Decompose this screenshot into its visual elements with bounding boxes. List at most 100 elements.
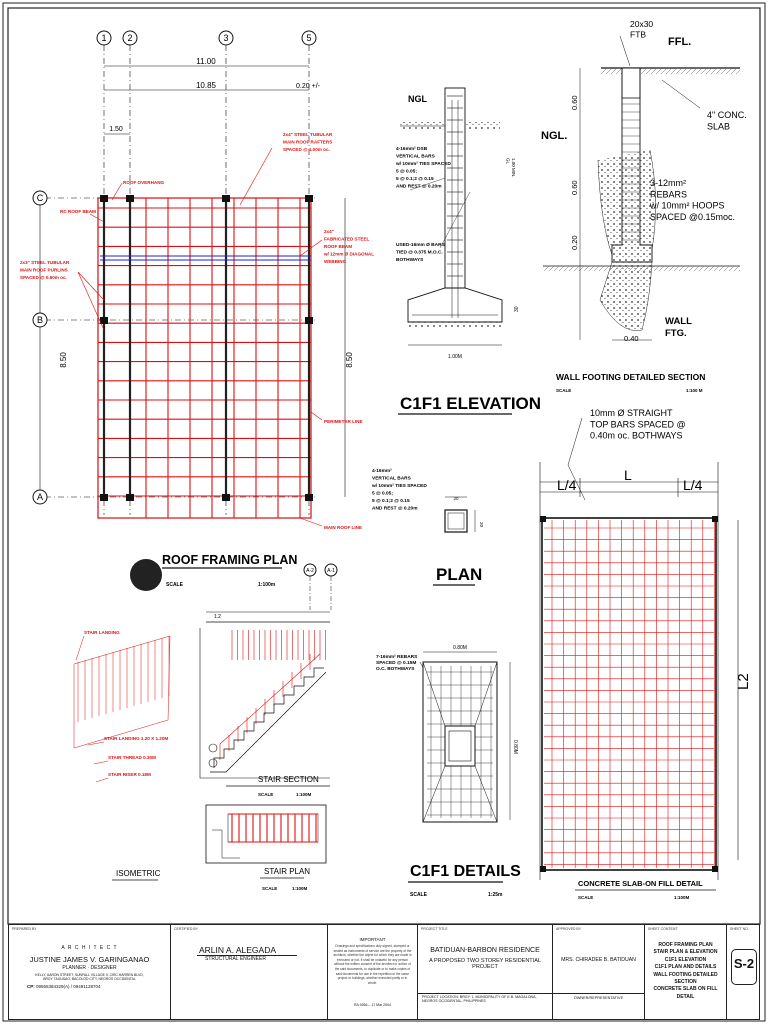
architect-cell: PREPARED BY A R C H I T E C T JUSTINE JA… — [9, 925, 171, 1019]
c1f1-dim-width: 1.00M — [448, 354, 462, 360]
grid-row-c: C — [37, 193, 44, 203]
slab-scale-label: SCALE — [578, 895, 593, 900]
c1f1-dim-30: 30 — [514, 306, 520, 312]
stair-section-title: STAIR SECTION — [258, 775, 319, 784]
wall-conc-slab: 4" CONC.SLAB — [707, 110, 747, 131]
certified-by-caption: CERTIFIED BY — [174, 927, 199, 931]
approved-by-caption: APPROVED BY — [556, 927, 582, 931]
dim-850-right: 8.50 — [345, 352, 354, 368]
important-ref: RA 9266 – 17 Mar 2004 — [354, 1003, 391, 1007]
owner-name: MRS. CHIRADEE B. BATIDUAN — [561, 957, 636, 963]
owner-cell: APPROVED BY MRS. CHIRADEE B. BATIDUAN OW… — [553, 925, 645, 1019]
stair-riser: STAIR RISER 0.18M — [108, 772, 151, 777]
stair-isometric: ISOMETRIC — [116, 869, 161, 878]
stair-grid-a1: A-1 — [327, 568, 335, 574]
sheet-no-caption: SHEET NO. — [730, 927, 749, 931]
plan-title: PLAN — [436, 565, 482, 584]
grid-row-b: B — [37, 315, 43, 325]
stair-grid-a2: A-2 — [306, 568, 314, 574]
grid-col-2: 2 — [127, 33, 132, 43]
roof-scale-label: SCALE — [166, 582, 184, 588]
owner-role: OWNER/REPRESENTATIVE — [573, 996, 624, 1000]
sheet-no: S-2 — [733, 956, 755, 971]
architect-role: PLANNER · DESIGNER — [62, 965, 117, 971]
c1f1-side-note: 1.00 MIN.GL — [505, 158, 516, 178]
architect-name: JUSTINE JAMES V. GARINGANAO — [29, 955, 150, 964]
wall-scale-label: SCALE — [556, 388, 571, 393]
slab-l-mid: L — [624, 467, 632, 483]
engineer-name: ARLIN A. ALEGADA — [199, 945, 277, 955]
slab-l4-left: L/4 — [557, 477, 577, 493]
grid-col-5: 5 — [306, 33, 311, 43]
plan-dim-w: 20 — [453, 496, 459, 501]
project-name: BATIDUAN-BARBON RESIDENCE — [430, 947, 540, 954]
dim-total: 11.00 — [196, 57, 216, 66]
stair-dim-12: 1.2 — [214, 614, 221, 620]
wall-dim-040: 0.40 — [624, 334, 639, 343]
slab-l2: L2 — [735, 673, 752, 690]
annot-main-roof: MAIN ROOF LINE — [324, 525, 362, 530]
slab-l4-right: L/4 — [683, 477, 703, 493]
roof-title: ROOF FRAMING PLAN — [162, 553, 297, 567]
annot-perimeter: PERIMETER LINE — [324, 419, 363, 424]
stair-landing: STAIR LANDING — [84, 630, 120, 635]
stair-thread: STAIR THREAD 0.30M — [108, 755, 156, 760]
important-heading: IMPORTANT — [359, 937, 386, 942]
c1f1-ngl: NGL — [408, 94, 428, 104]
stair-landing-size: STAIR LANDING 1.20 X 1.20M — [104, 736, 168, 741]
details-title: C1F1 DETAILS — [410, 863, 521, 880]
slab-title: CONCRETE SLAB-ON FILL DETAIL — [578, 879, 703, 888]
stair-section-scale-value: 1:100M — [296, 792, 312, 797]
stair-plan-scale-value: 1:100M — [292, 886, 308, 891]
sheet-content-cell: SHEET CONTENT ROOF FRAMING PLAN STAIR PL… — [645, 925, 727, 1019]
stair-details: STAIR LANDING STAIR LANDING 1.20 X 1.20M… — [73, 563, 338, 891]
engineer-cell: CERTIFIED BY ARLIN A. ALEGADA STRUCTURAL… — [171, 925, 328, 1019]
prepared-by-caption: PREPARED BY — [12, 927, 37, 931]
annot-overhang: ROOF OVERHANG — [123, 180, 165, 185]
grid-col-1: 1 — [101, 33, 106, 43]
wall-scale-value: 1:100 M — [686, 388, 703, 393]
details-dim-side: 0.80M — [512, 740, 518, 754]
grid-col-3: 3 — [223, 33, 228, 43]
dim-small: 0.20 +/- — [296, 83, 321, 90]
sheet-content-caption: SHEET CONTENT — [648, 927, 678, 931]
project-location: PROJECT LOCATION: BRGY. 1, MUNICIPALITY … — [422, 995, 537, 1004]
sheet-no-cell: SHEET NO. S-2 — [727, 925, 761, 1019]
grid-row-a: A — [37, 492, 43, 502]
dim-inner: 10.85 — [196, 81, 217, 90]
important-cell: IMPORTANT Drawings and specifications du… — [328, 925, 418, 1019]
plan-dim-h: 20 — [479, 522, 484, 528]
wall-dim-060-mid: 0.60 — [570, 180, 579, 195]
dim-150: 1.50 — [109, 126, 123, 133]
stair-section-scale-label: SCALE — [258, 792, 273, 797]
roof-framing-plan: 1 2 3 5 11.00 10.85 0.20 +/- 1.50 8.50 8… — [20, 30, 374, 591]
details-scale-label: SCALE — [410, 892, 428, 898]
title-block: PREPARED BY A R C H I T E C T JUSTINE JA… — [8, 924, 760, 1020]
project-cell: PROJECT TITLE BATIDUAN-BARBON RESIDENCE … — [418, 925, 553, 1019]
cp-label: CP: — [27, 984, 35, 989]
project-title-caption: PROJECT TITLE — [421, 927, 448, 931]
cp-value: 09565384329(A) / 09491128704 — [36, 984, 101, 989]
stair-plan-title: STAIR PLAN — [264, 867, 310, 876]
architect-word: A R C H I T E C T — [61, 945, 118, 951]
architect-cp: CP: 09565384329(A) / 09491128704 — [27, 984, 101, 989]
wall-title: WALL FOOTING DETAILED SECTION — [556, 372, 705, 382]
wall-dim-060-top: 0.60 — [570, 95, 579, 110]
dim-850-left: 8.50 — [59, 352, 68, 368]
